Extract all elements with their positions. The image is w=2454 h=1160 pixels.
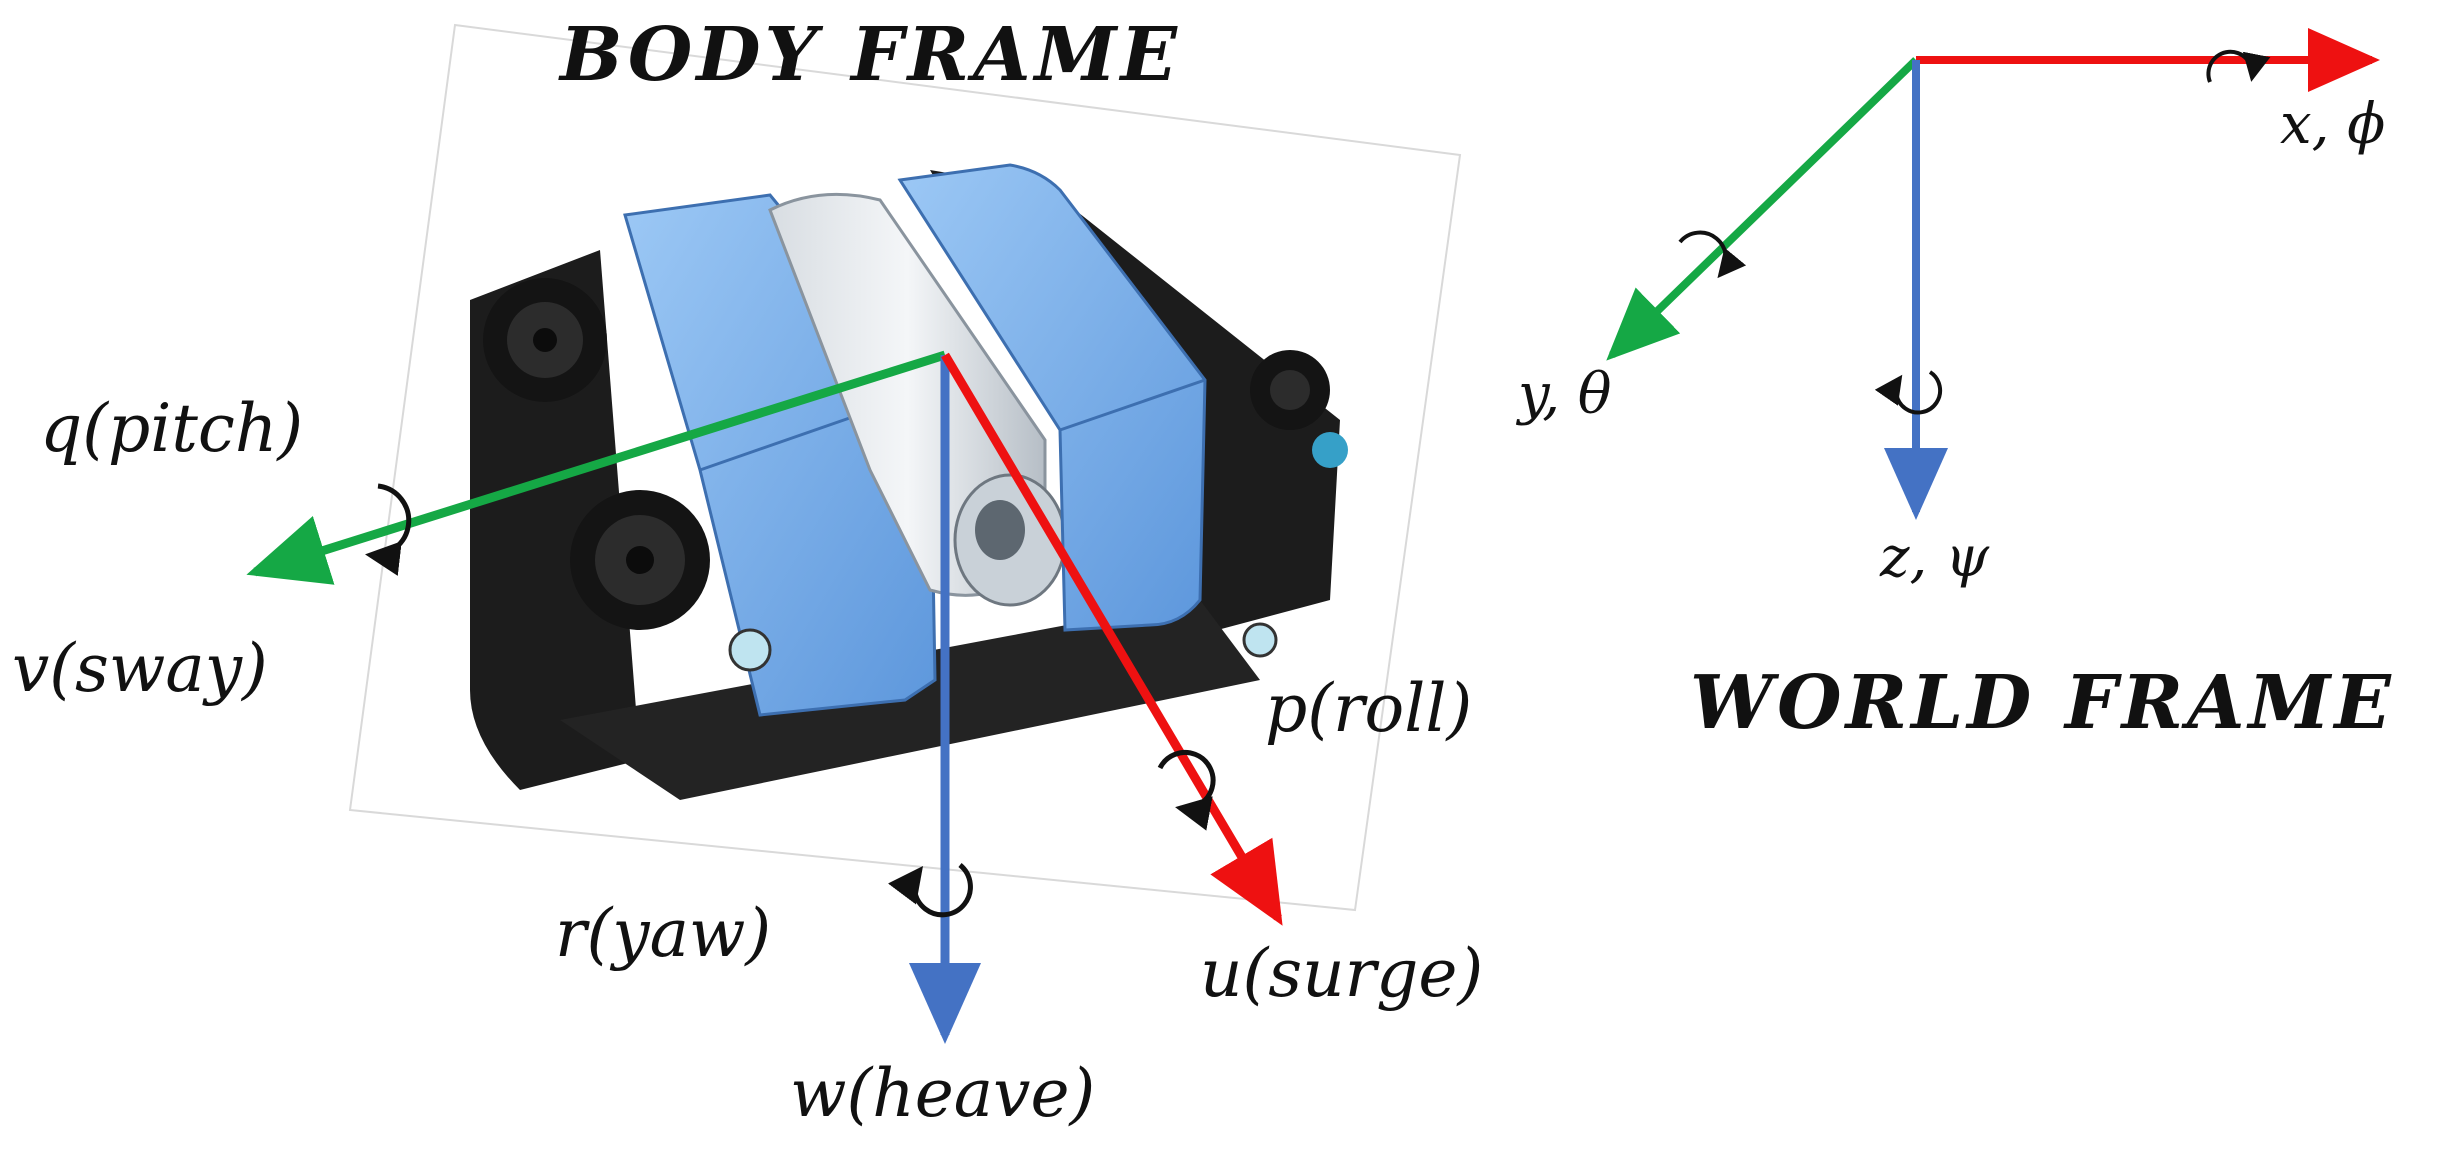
- y-theta-label: y, θ: [1518, 362, 1612, 427]
- heave-label: w(heave): [790, 1055, 1096, 1132]
- pitch-label: q(pitch): [40, 390, 304, 467]
- body-green-axis: [246, 350, 947, 585]
- x-phi-label: x, ϕ: [2280, 92, 2386, 157]
- roll-label: p(roll): [1265, 670, 1473, 747]
- x-rotation-icon: [2206, 49, 2271, 83]
- rov-frame-bottom: [560, 600, 1260, 800]
- rov-image: [470, 163, 1348, 800]
- body-red-axis: [941, 352, 1283, 926]
- world-y-axis: [1606, 57, 1919, 361]
- rov-light: [1242, 622, 1278, 658]
- surge-label: u(surge): [1200, 935, 1484, 1012]
- z-rotation-icon: [1874, 370, 1943, 415]
- rov-buoyancy-right: [897, 163, 1207, 632]
- body-frame-title: BODY FRAME: [560, 12, 1181, 98]
- thruster-left-bottom: [570, 490, 710, 630]
- roll-rotation-icon: [1157, 749, 1216, 831]
- yaw-label: r(yaw): [555, 895, 772, 972]
- world-frame-title: WORLD FRAME: [1690, 660, 2395, 746]
- thruster-right: [1250, 350, 1348, 468]
- yaw-rotation-icon: [888, 863, 973, 918]
- z-psi-label: z, ψ: [1880, 525, 1990, 590]
- y-rotation-icon: [1678, 230, 1747, 279]
- sway-label: v(sway): [12, 630, 268, 707]
- thruster-left-top: [483, 278, 607, 402]
- rov-light: [728, 628, 772, 672]
- pitch-rotation-icon: [365, 483, 412, 576]
